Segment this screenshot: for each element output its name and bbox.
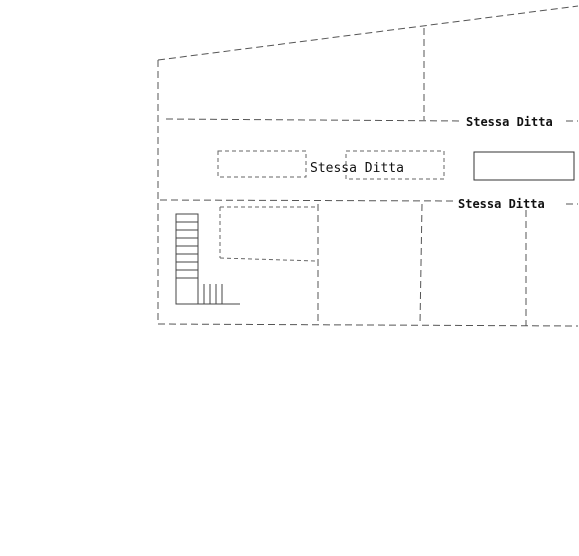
staircase-symbol — [175, 213, 240, 305]
building-outline — [157, 5, 579, 327]
middle-room-right — [345, 150, 445, 180]
middle-room-left — [217, 150, 307, 178]
upper-horizontal-divider — [165, 118, 463, 122]
lower-strip-label: Stessa Ditta — [458, 197, 545, 211]
middle-box-label: Stessa Ditta — [310, 161, 404, 176]
lower-rooms — [219, 203, 527, 326]
upper-strip-label: Stessa Ditta — [466, 115, 553, 129]
solid-room-box — [473, 151, 575, 181]
lower-horizontal-divider — [159, 199, 457, 202]
